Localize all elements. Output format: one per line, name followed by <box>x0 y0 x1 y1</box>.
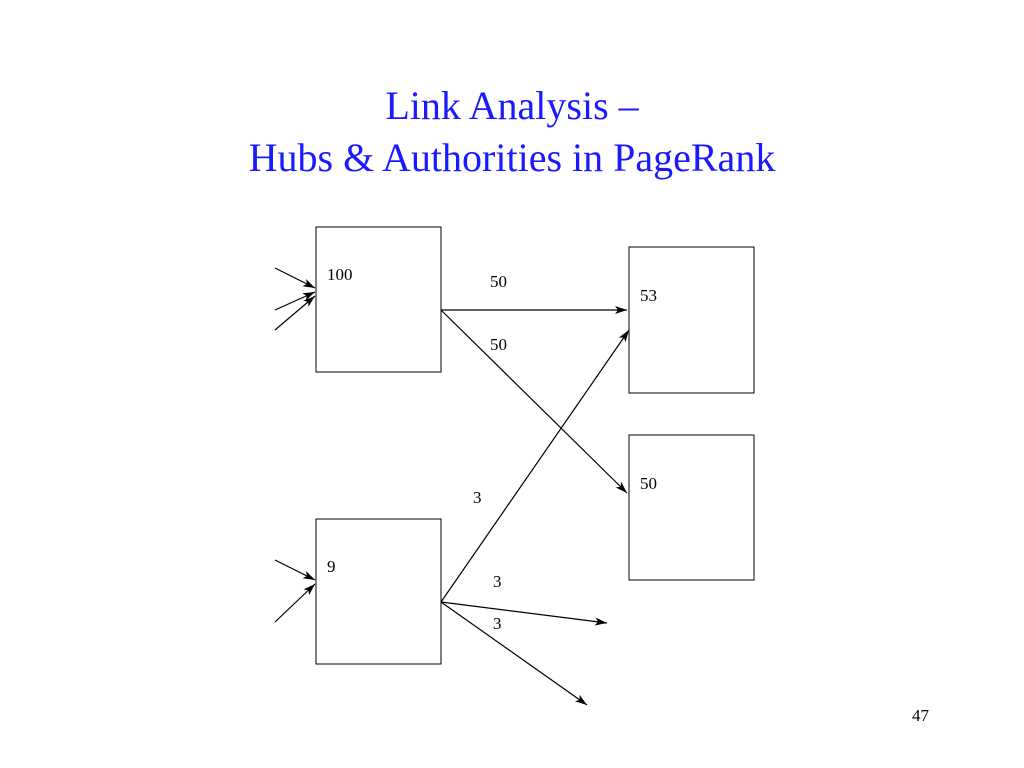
incoming-arrow <box>274 295 316 331</box>
edge-hub-b-to-auth-a <box>440 329 630 603</box>
node-score-hub-a: 100 <box>327 265 353 284</box>
edge-weight-label: 50 <box>490 272 507 291</box>
incoming-arrow <box>274 559 316 581</box>
edge-weight-label: 3 <box>493 614 502 633</box>
edge-hub-b-to-outside-2 <box>440 601 588 706</box>
node-score-auth-a: 53 <box>640 286 657 305</box>
edge-weight-label: 3 <box>493 572 502 591</box>
node-box-hub-b <box>315 518 442 665</box>
node-box-auth-b <box>628 434 755 581</box>
node-score-auth-b: 50 <box>640 474 657 493</box>
title-line-2: Hubs & Authorities in PageRank <box>248 135 776 180</box>
page-number: 47 <box>912 706 929 725</box>
node-score-hub-b: 9 <box>327 557 336 576</box>
title-line-1: Link Analysis – <box>385 83 639 128</box>
edge-hub-a-to-auth-b <box>440 309 628 494</box>
incoming-arrow <box>274 267 316 289</box>
edge-hub-b-to-outside-1 <box>440 601 608 626</box>
node-box-hub-a <box>315 226 442 373</box>
slide-title: Link Analysis – Hubs & Authorities in Pa… <box>0 80 1024 184</box>
node-box-auth-a <box>628 246 755 394</box>
edge-weight-label: 50 <box>490 335 507 354</box>
incoming-arrow <box>274 583 316 623</box>
edge-weight-label: 3 <box>473 488 482 507</box>
incoming-arrow <box>274 291 316 311</box>
